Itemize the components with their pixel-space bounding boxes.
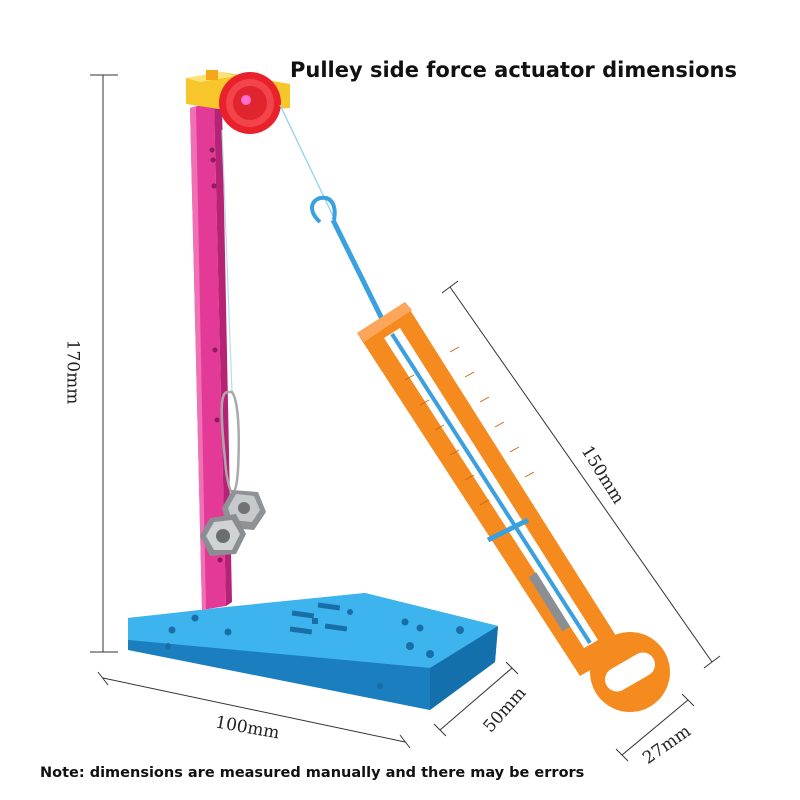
pulley-assembly bbox=[186, 70, 335, 393]
disclaimer-note: Note: dimensions are measured manually a… bbox=[40, 765, 585, 781]
blue-base bbox=[128, 593, 498, 710]
hanging-weight bbox=[200, 390, 266, 556]
page-title: Pulley side force actuator dimensions bbox=[290, 58, 737, 82]
height-dimension-label: 170mm bbox=[62, 339, 83, 405]
dimension-lines bbox=[90, 74, 721, 762]
spring-scale bbox=[310, 195, 670, 712]
